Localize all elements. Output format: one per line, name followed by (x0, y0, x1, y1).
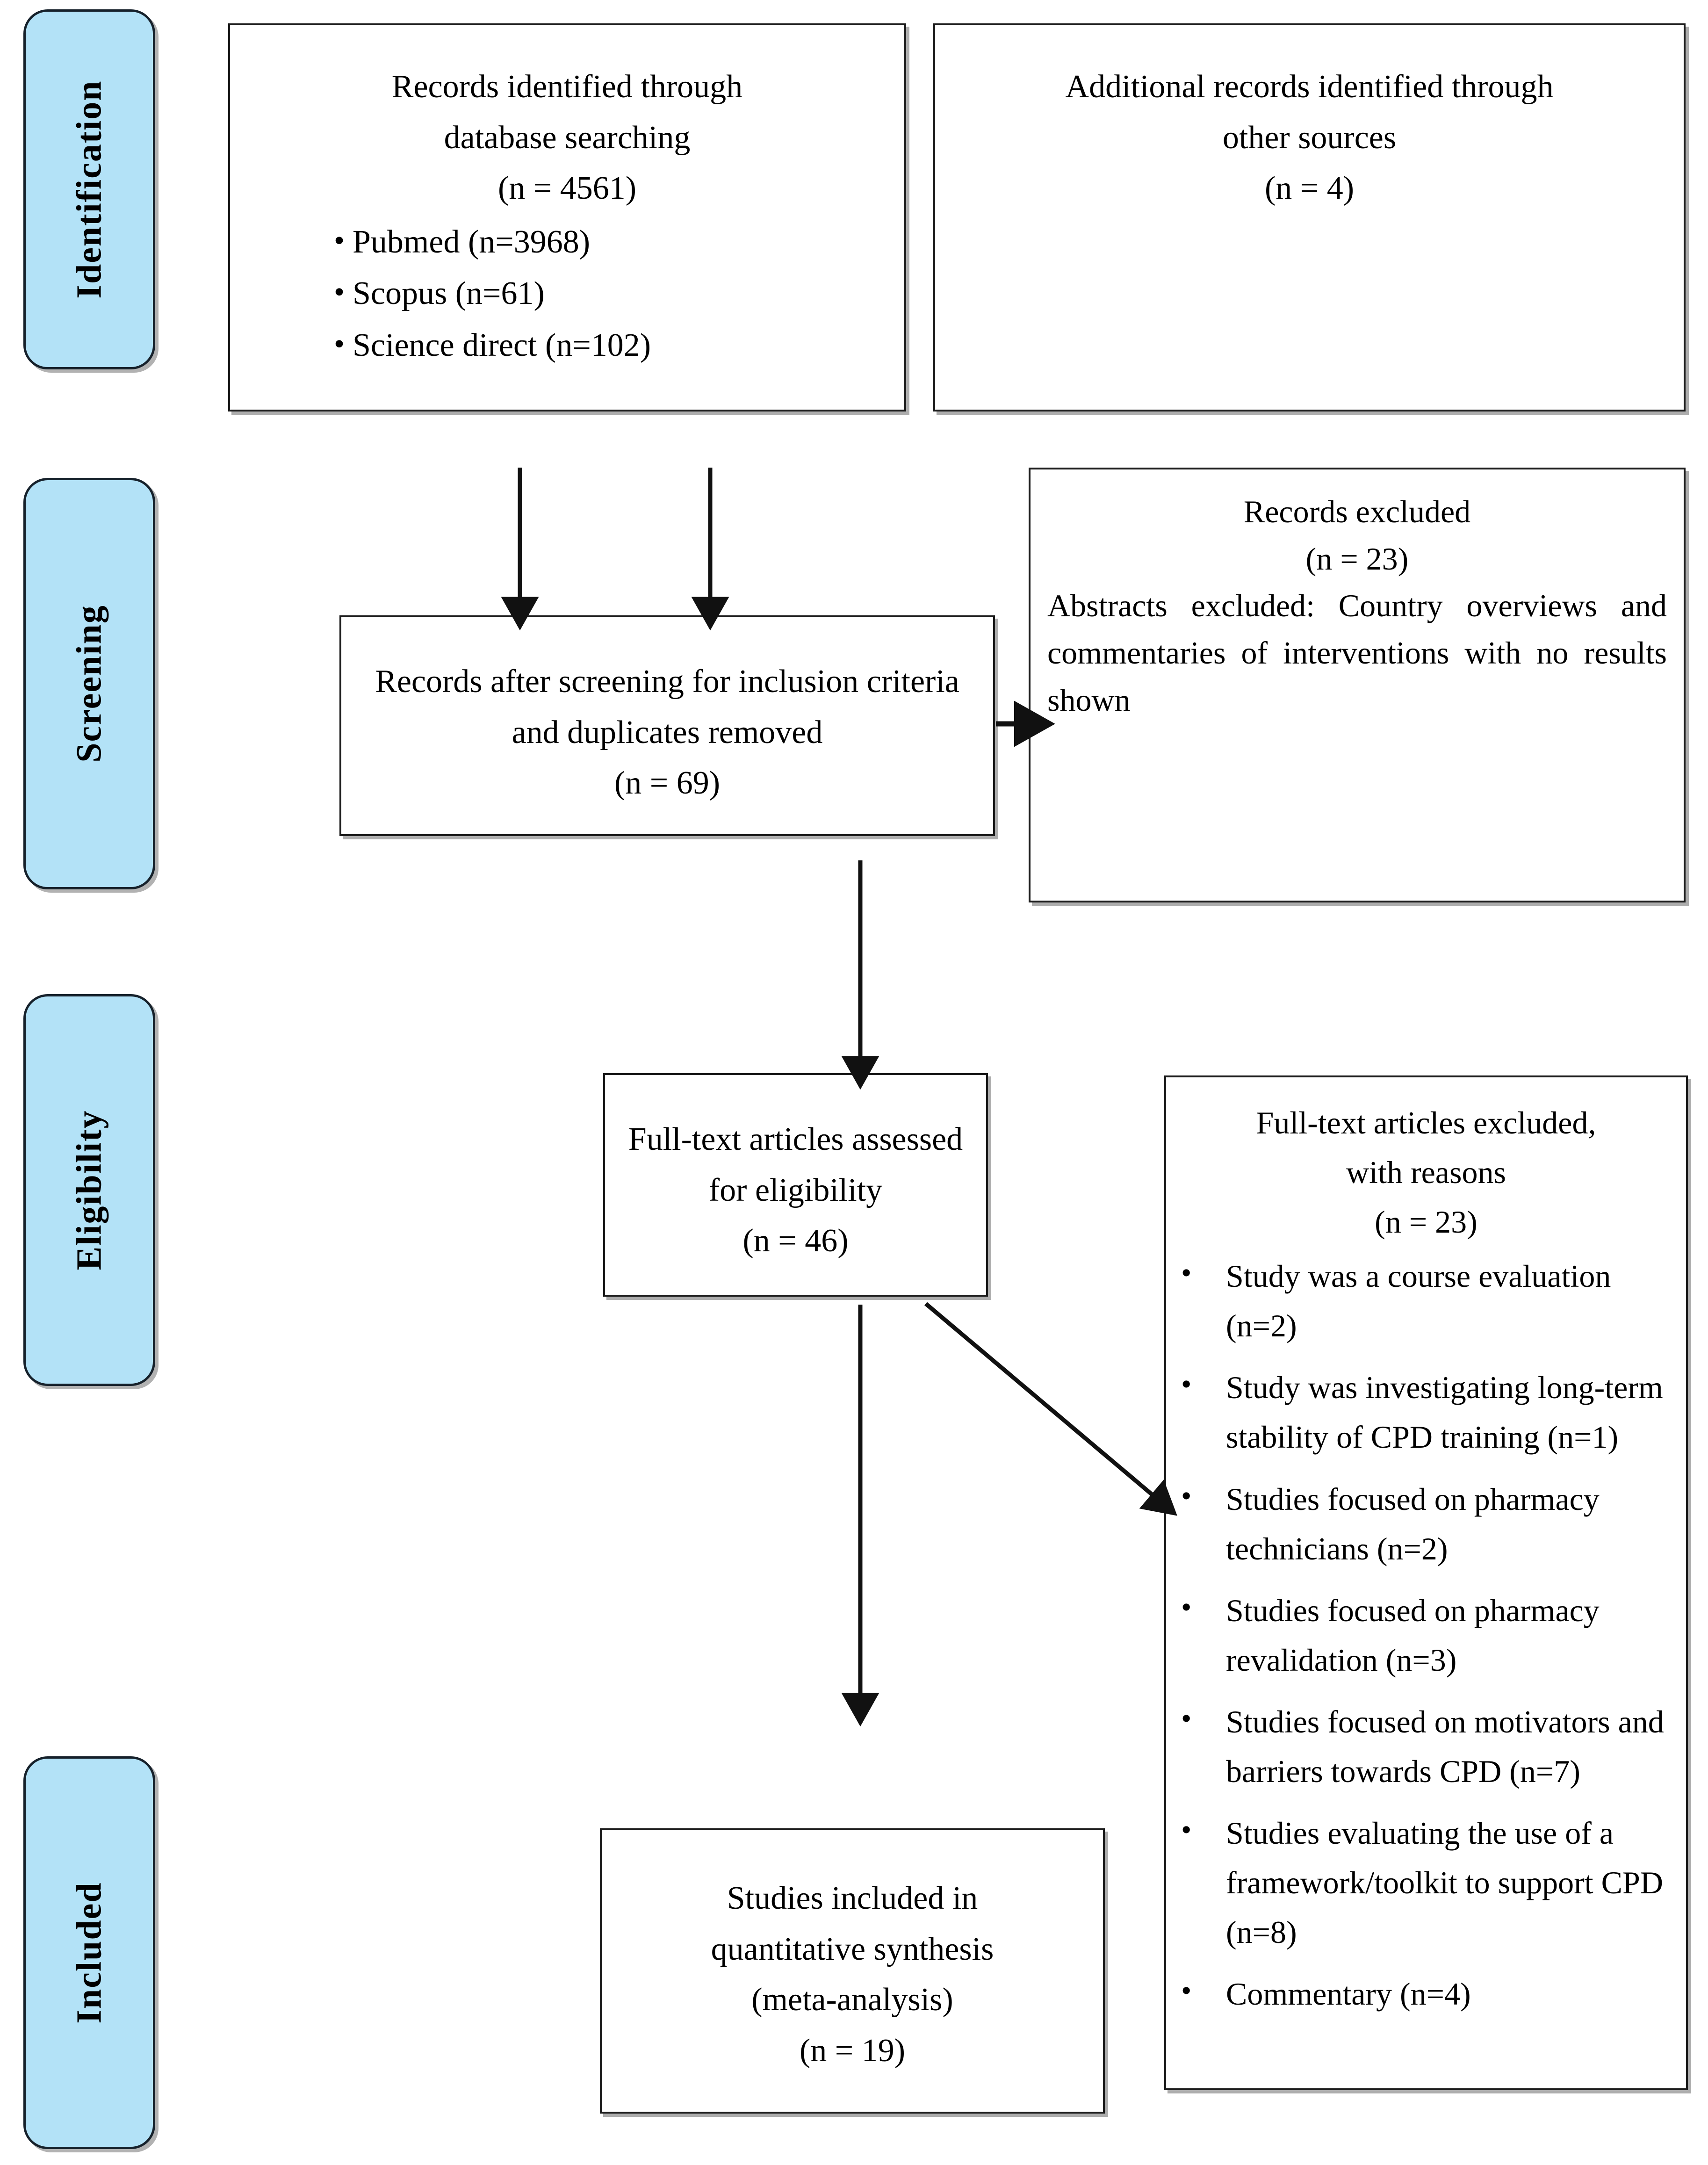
list-item: Study was investigating long-term stabil… (1181, 1361, 1678, 1462)
stage-label-included-text: Included (69, 1882, 109, 2024)
records-after-screening-count: (n = 69) (614, 765, 721, 801)
fulltext-assessed-line2: for eligibility (708, 1172, 883, 1208)
list-item: Studies focused on pharmacy technicians … (1181, 1472, 1678, 1573)
records-excluded-count: (n = 23) (1305, 541, 1409, 577)
stage-label-screening: Screening (23, 478, 155, 889)
fulltext-excluded-line2: with reasons (1346, 1155, 1506, 1191)
fulltext-excluded-line1: Full-text articles excluded, (1256, 1105, 1596, 1140)
list-item: Studies evaluating the use of a framewor… (1181, 1806, 1678, 1957)
additional-records-line1: Additional records identified through (1065, 69, 1554, 105)
studies-included-line3: (meta-analysis) (751, 1982, 953, 2018)
stage-label-included: Included (23, 1756, 155, 2149)
list-item: Science direct (n=102) (331, 320, 892, 371)
list-item: Study was a course evaluation (n=2) (1181, 1249, 1678, 1350)
records-identified-count: (n = 4561) (497, 170, 637, 206)
records-after-screening-line1: Records after screening for inclusion cr… (375, 664, 959, 700)
arrow-fulltext-to-fulltext-excluded (924, 1302, 1177, 1516)
box-fulltext-assessed: Full-text articles assessed for eligibil… (603, 1073, 988, 1297)
box-fulltext-excluded: Full-text articles excluded, with reason… (1164, 1075, 1688, 2090)
box-studies-included: Studies included in quantitative synthes… (600, 1828, 1105, 2114)
fulltext-assessed-count: (n = 46) (742, 1223, 849, 1259)
stage-label-eligibility-text: Eligibility (69, 1110, 109, 1270)
box-records-excluded: Records excluded (n = 23) Abstracts excl… (1029, 468, 1686, 902)
stage-label-identification-text: Identification (69, 80, 109, 299)
box-records-identified: Records identified through database sear… (228, 23, 906, 411)
stage-label-eligibility: Eligibility (23, 994, 155, 1386)
studies-included-line2: quantitative synthesis (711, 1931, 994, 1967)
list-item: Studies focused on pharmacy revalidation… (1181, 1584, 1678, 1685)
studies-included-line1: Studies included in (727, 1880, 978, 1916)
list-item: Studies focused on motivators and barrie… (1181, 1695, 1678, 1796)
box-records-after-screening: Records after screening for inclusion cr… (339, 615, 995, 836)
records-excluded-line1: Records excluded (1243, 494, 1471, 529)
fulltext-assessed-line1: Full-text articles assessed (628, 1121, 963, 1157)
records-excluded-body: Abstracts excluded: Country overviews an… (1047, 588, 1667, 718)
box-additional-records: Additional records identified through ot… (933, 23, 1686, 411)
stage-label-identification: Identification (23, 9, 155, 369)
records-identified-line2: database searching (444, 119, 691, 156)
additional-records-line2: other sources (1222, 119, 1397, 156)
fulltext-excluded-count: (n = 23) (1375, 1204, 1477, 1240)
additional-records-count: (n = 4) (1264, 170, 1355, 206)
studies-included-count: (n = 19) (799, 2032, 906, 2069)
list-item: Scopus (n=61) (331, 268, 892, 319)
fulltext-excluded-reason-list: Study was a course evaluation (n=2) Stud… (1175, 1249, 1678, 2019)
records-after-screening-line2: and duplicates removed (512, 714, 823, 751)
records-identified-source-list: Pubmed (n=3968) Scopus (n=61) Science di… (331, 217, 892, 371)
list-item: Commentary (n=4) (1181, 1967, 1678, 2019)
stage-label-screening-text: Screening (69, 605, 109, 763)
list-item: Pubmed (n=3968) (331, 217, 892, 268)
records-identified-line1: Records identified through (391, 69, 743, 105)
